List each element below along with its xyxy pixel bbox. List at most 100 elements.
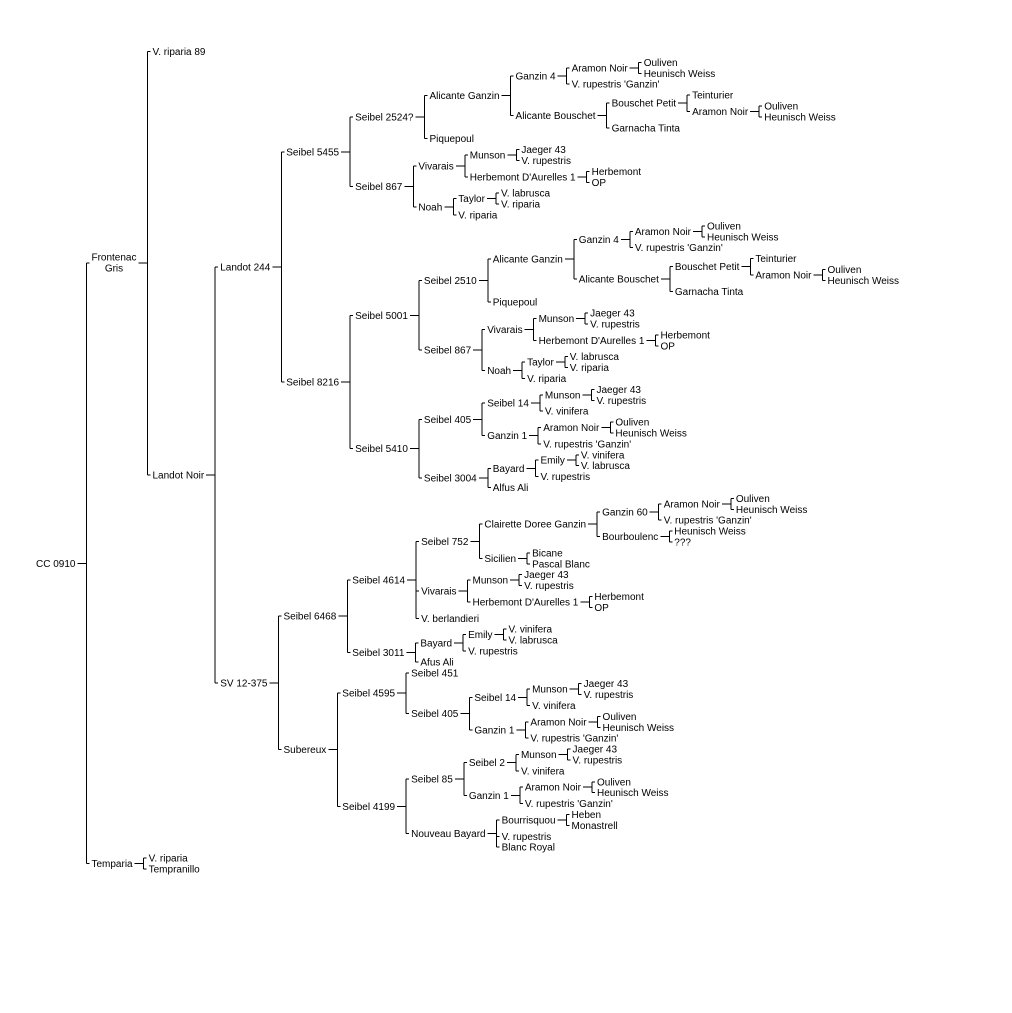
node-tempranillo: Tempranillo xyxy=(149,864,201,875)
node-label: Emily xyxy=(540,456,564,467)
node-label: Alfus Ali xyxy=(493,483,529,494)
node-label: Heunisch Weiss xyxy=(603,723,675,734)
node-label: V. labrusca xyxy=(570,352,620,363)
node-label: Seibel 3004 xyxy=(424,473,477,484)
node-seibel-405: Seibel 405 xyxy=(424,402,486,437)
node-label: ??? xyxy=(674,537,691,548)
node-label: Garnacha Tinta xyxy=(675,287,744,298)
node-v-labrusca: V. labrusca xyxy=(501,189,551,200)
node-label: Heunisch Weiss xyxy=(827,276,899,287)
node-v-rupestris-ganzin: V. rupestris 'Ganzin' xyxy=(530,734,618,745)
node-v-labrusca: V. labrusca xyxy=(509,636,559,647)
node-label: Seibel 2524? xyxy=(355,113,414,124)
node-label: Herbemont D'Aurelles 1 xyxy=(473,597,579,608)
node-label: OP xyxy=(594,603,609,614)
node-label: V. rupestris 'Ganzin' xyxy=(572,80,660,91)
node-label: V. rupestris 'Ganzin' xyxy=(543,439,631,450)
node-seibel-2: Seibel 2 xyxy=(469,754,519,772)
node-v-vinifera: V. vinifera xyxy=(521,766,565,777)
node-garnacha-tinta: Garnacha Tinta xyxy=(612,123,681,134)
node-heunisch-weiss: Heunisch Weiss xyxy=(827,276,899,287)
node-label: V. vinifera xyxy=(509,625,553,636)
node-label: Jaeger 43 xyxy=(573,745,618,756)
node-heunisch-weiss: Heunisch Weiss xyxy=(736,505,808,516)
node-label: Aramon Noir xyxy=(664,499,721,510)
node-label: Seibel 867 xyxy=(424,345,472,356)
node-label: Heunisch Weiss xyxy=(644,69,716,80)
node-v-rupestris: V. rupestris xyxy=(573,755,623,766)
node-seibel-5410: Seibel 5410 xyxy=(355,418,422,479)
node-noah: Noah xyxy=(418,198,457,216)
node-heunisch-weiss: Heunisch Weiss xyxy=(674,527,746,538)
node-alfus-ali: Alfus Ali xyxy=(493,483,529,494)
node-label: Blanc Royal xyxy=(502,843,555,854)
node-sv-12-375: SV 12-375 xyxy=(220,615,282,751)
node-label: V. berlandieri xyxy=(421,614,479,625)
node-label: Bayard xyxy=(493,464,525,475)
node-v-rupestris: V. rupestris xyxy=(590,319,640,330)
node-: ??? xyxy=(674,537,691,548)
node-v-vinifera: V. vinifera xyxy=(509,625,553,636)
node-ganzin-4: Ganzin 4 xyxy=(516,67,570,85)
node-label: Seibel 2510 xyxy=(424,276,477,287)
node-label: Alicante Ganzin xyxy=(493,255,563,266)
node-label: Munson xyxy=(545,390,581,401)
node-label: Tempranillo xyxy=(149,864,201,875)
node-ganzin-60: Ganzin 60 xyxy=(602,503,662,521)
node-label: Landot Noir xyxy=(153,470,205,481)
node-label: V. riparia 89 xyxy=(153,47,206,58)
node-seibel-85: Seibel 85 xyxy=(411,762,467,796)
node-label: Bourrisquou xyxy=(502,815,556,826)
node-seibel-8216: Seibel 8216 xyxy=(286,314,354,450)
node-taylor: Taylor xyxy=(458,192,499,205)
node-label: V. rupestris xyxy=(502,832,552,843)
node-label: Herbemont xyxy=(660,330,710,341)
node-ganzin-4: Ganzin 4 xyxy=(579,230,633,249)
node-label: Heunisch Weiss xyxy=(764,112,836,123)
node-clairette-doree-ganzin: Clairette Doree Ganzin xyxy=(484,511,601,537)
node-label: Noah xyxy=(418,202,442,213)
node-munson: Munson xyxy=(539,312,589,325)
node-label: Clairette Doree Ganzin xyxy=(484,520,586,531)
node-label: V. rupestris 'Ganzin' xyxy=(635,243,723,254)
node-label: Jaeger 43 xyxy=(584,679,629,690)
node-label: Seibel 8216 xyxy=(286,377,339,388)
node-label: Seibel 14 xyxy=(487,398,529,409)
node-bourboulenc: Bourboulenc xyxy=(602,530,673,543)
node-label: V. labrusca xyxy=(581,461,631,472)
node-label: Munson xyxy=(539,314,575,325)
node-label: Taylor xyxy=(527,358,554,369)
node-label: Seibel 4595 xyxy=(342,689,395,700)
node-label: Aramon Noir xyxy=(755,270,812,281)
node-label: Piquepoul xyxy=(493,298,537,309)
node-label: V. rupestris xyxy=(468,646,518,657)
node-landot-noir: Landot Noir xyxy=(153,266,219,684)
node-label: V. rupestris 'Ganzin' xyxy=(525,799,613,810)
node-alicante-ganzin: Alicante Ganzin xyxy=(429,75,514,116)
node-vivarais: Vivarais xyxy=(421,579,471,603)
node-piquepoul: Piquepoul xyxy=(429,134,473,145)
node-label: V. rupestris xyxy=(596,396,646,407)
node-ouliven: Ouliven xyxy=(764,101,798,112)
node-bouschet-petit: Bouschet Petit xyxy=(612,94,691,112)
node-v-rupestris-ganzin: V. rupestris 'Ganzin' xyxy=(543,439,631,450)
node-seibel-405: Seibel 405 xyxy=(411,696,473,731)
node-label: V. rupestris xyxy=(590,319,640,330)
node-heben: Heben xyxy=(572,810,601,821)
node-v-rupestris-ganzin: V. rupestris 'Ganzin' xyxy=(572,80,660,91)
node-label: Herbemont xyxy=(594,592,644,603)
node-label: Ganzin 1 xyxy=(474,725,514,736)
node-label: Ouliven xyxy=(615,418,649,429)
node-label: Seibel 752 xyxy=(421,537,469,548)
node-label: Alicante Ganzin xyxy=(429,91,499,102)
node-label: V. riparia xyxy=(458,210,498,221)
node-label: V. labrusca xyxy=(501,189,551,200)
node-herbemont-d-aurelles-1: Herbemont D'Aurelles 1 xyxy=(470,170,590,183)
node-v-vinifera: V. vinifera xyxy=(532,701,576,712)
node-label: SV 12-375 xyxy=(220,678,268,689)
node-label: V. vinifera xyxy=(545,407,589,418)
node-herbemont: Herbemont xyxy=(594,592,644,603)
node-sicilien: Sicilien xyxy=(484,552,531,565)
node-label: Heunisch Weiss xyxy=(597,788,669,799)
node-munson: Munson xyxy=(470,149,520,162)
